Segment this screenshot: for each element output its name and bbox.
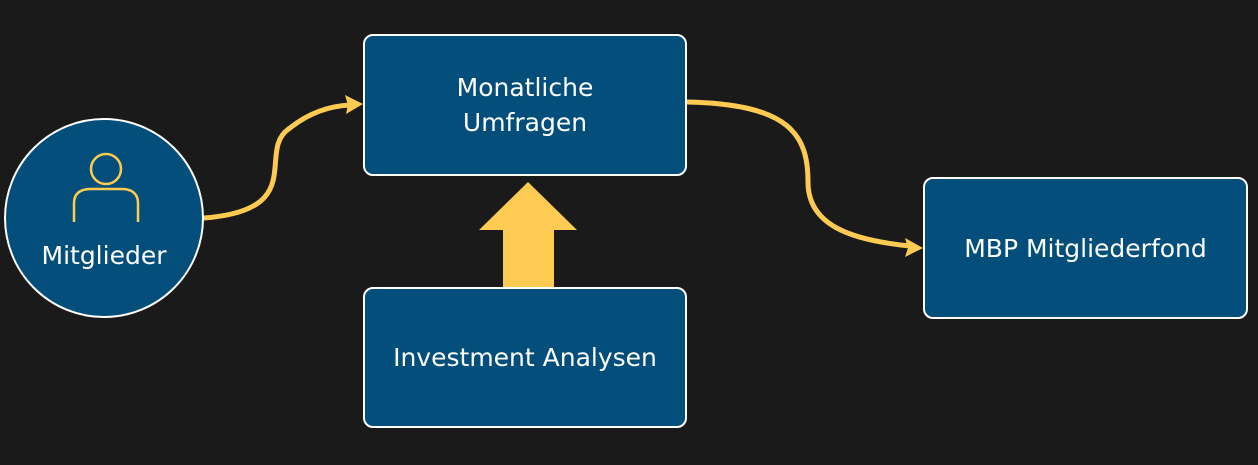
arrowhead-umfragen bbox=[345, 95, 363, 114]
members-fund-label: MBP Mitgliederfond bbox=[964, 233, 1207, 263]
arrow-mitglieder-to-umfragen bbox=[201, 102, 353, 221]
monthly-surveys-label-line1: Monatliche bbox=[456, 73, 594, 102]
investment-analyses-label: Investment Analysen bbox=[393, 343, 657, 372]
members-node[interactable]: Mitglieder bbox=[4, 118, 204, 318]
block-arrow-analysen-to-umfragen bbox=[479, 182, 577, 287]
arrowhead-fond bbox=[905, 238, 923, 257]
arrow-umfragen-to-fond bbox=[684, 99, 913, 249]
monthly-surveys-node[interactable]: Monatliche Umfragen bbox=[363, 34, 687, 176]
monthly-surveys-label: Monatliche Umfragen bbox=[457, 70, 594, 140]
person-icon bbox=[72, 152, 140, 222]
investment-analyses-node[interactable]: Investment Analysen bbox=[363, 287, 687, 428]
members-label: Mitglieder bbox=[41, 241, 167, 270]
members-fund-node[interactable]: MBP Mitgliederfond bbox=[923, 177, 1248, 319]
monthly-surveys-label-line2: Umfragen bbox=[462, 108, 588, 137]
